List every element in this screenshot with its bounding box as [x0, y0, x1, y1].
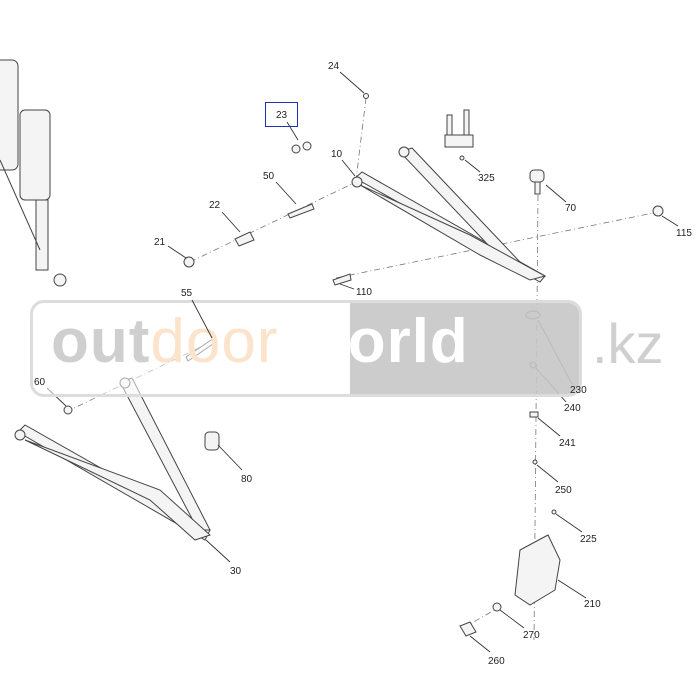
callout-240[interactable]: 240 [564, 403, 581, 414]
callout-21[interactable]: 21 [154, 237, 166, 248]
callout-225[interactable]: 225 [580, 534, 597, 545]
callout-230[interactable]: 230 [570, 385, 587, 396]
callout-325[interactable]: 325 [478, 173, 495, 184]
leader-55 [191, 299, 213, 339]
shock-absorber [0, 59, 67, 287]
callout-210[interactable]: 210 [584, 599, 601, 610]
watermark-door: door [150, 307, 279, 376]
callout-241[interactable]: 241 [559, 438, 576, 449]
callout-23[interactable]: 23 [276, 110, 288, 121]
callout-24[interactable]: 24 [328, 61, 340, 72]
knuckle [514, 534, 561, 606]
watermark-gray-panel [350, 303, 579, 394]
highlight-box-part-23 [265, 102, 298, 127]
callout-22[interactable]: 22 [209, 200, 221, 211]
watermark: outdoor world [30, 300, 582, 397]
callout-50[interactable]: 50 [263, 171, 275, 182]
callout-60[interactable]: 60 [34, 377, 46, 388]
callout-110[interactable]: 110 [356, 287, 372, 298]
callout-115[interactable]: 115 [676, 228, 692, 239]
callout-250[interactable]: 250 [555, 485, 572, 496]
watermark-out: out [51, 307, 151, 376]
watermark-kz: .kz [592, 312, 664, 375]
callout-70[interactable]: 70 [565, 203, 577, 214]
callout-30[interactable]: 30 [230, 566, 242, 577]
callout-260[interactable]: 260 [488, 656, 505, 667]
watermark-world: world [298, 307, 469, 376]
callout-270[interactable]: 270 [523, 630, 540, 641]
callout-10[interactable]: 10 [331, 149, 343, 160]
callout-55[interactable]: 55 [181, 288, 193, 299]
upper-a-arm [351, 146, 547, 283]
callout-80[interactable]: 80 [241, 474, 253, 485]
